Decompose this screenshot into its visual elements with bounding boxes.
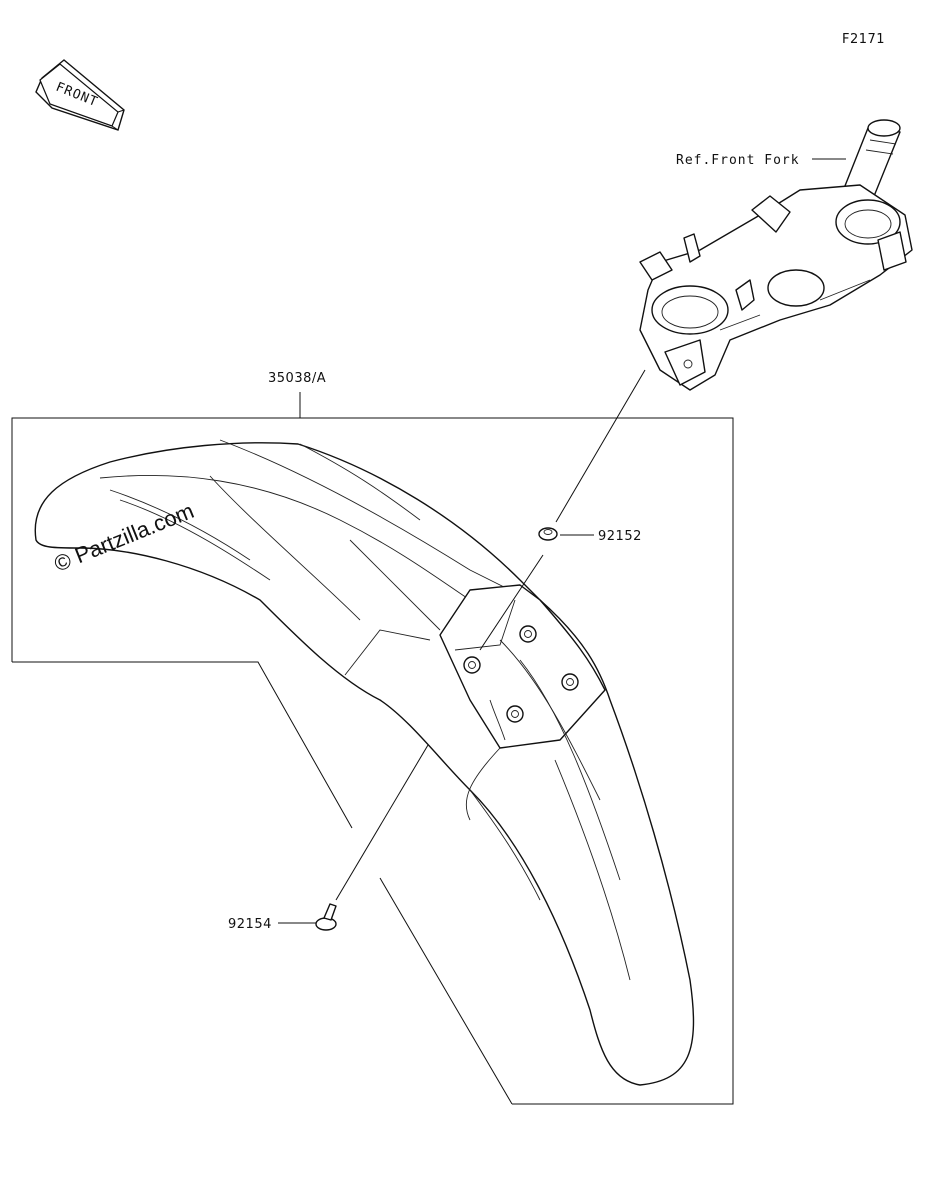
- triple-clamp-drawing: [639, 119, 913, 391]
- bracket-leader-lower: [12, 661, 353, 829]
- bolt-part: [315, 903, 337, 931]
- nut-part: [538, 527, 558, 541]
- nut-callout: 92152: [598, 529, 642, 544]
- assembly-bracket: [11, 417, 734, 1105]
- bolt-callout: 92154: [228, 917, 272, 932]
- front-fender-drawing: [34, 439, 695, 1086]
- fender-callout: 35038/A: [268, 371, 326, 386]
- ref-front-fork-label: Ref.Front Fork: [676, 153, 800, 168]
- bracket-leader-return: [379, 877, 513, 1105]
- nut-to-fender-leader: [479, 554, 544, 651]
- fender-bolt-holes: [463, 625, 579, 723]
- figure-id: F2171: [842, 32, 885, 47]
- nut-to-clamp-leader: [555, 369, 646, 523]
- bolt-to-fender-leader: [335, 744, 429, 901]
- front-arrow-icon: FRONT: [35, 59, 125, 131]
